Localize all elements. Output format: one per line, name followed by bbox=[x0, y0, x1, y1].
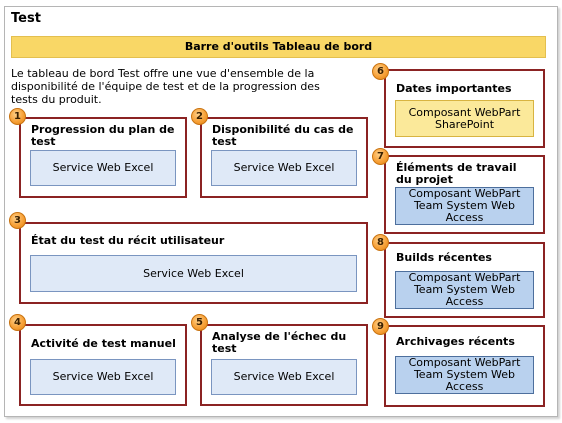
panel-recent-checkins: Archivages récents Composant WebPart Tea… bbox=[384, 325, 545, 407]
team-system-web-access-webpart[interactable]: Composant WebPart Team System Web Access bbox=[395, 271, 534, 309]
page-title: Test bbox=[11, 11, 41, 26]
intro-text: Le tableau de bord Test offre une vue d'… bbox=[11, 67, 320, 106]
panel-title: Dates importantes bbox=[396, 82, 512, 95]
panel-user-story-test-status: État du test du récit utilisateur Servic… bbox=[19, 222, 368, 304]
number-badge-9: 9 bbox=[372, 318, 389, 335]
panel-test-case-readiness: Disponibilité du cas de test Service Web… bbox=[200, 117, 368, 198]
panel-title: Archivages récents bbox=[396, 335, 515, 348]
panel-test-plan-progress: Progression du plan de test Service Web … bbox=[19, 117, 187, 198]
number-badge-5: 5 bbox=[191, 314, 208, 331]
number-badge-1: 1 bbox=[9, 108, 26, 125]
panel-project-work-items: Éléments de travail du projet Composant … bbox=[384, 155, 545, 234]
excel-web-service-part[interactable]: Service Web Excel bbox=[30, 255, 357, 292]
number-badge-8: 8 bbox=[372, 234, 389, 251]
team-system-web-access-webpart[interactable]: Composant WebPart Team System Web Access bbox=[395, 356, 534, 394]
excel-web-service-part[interactable]: Service Web Excel bbox=[211, 359, 357, 395]
panel-title: Éléments de travail du projet bbox=[396, 161, 517, 186]
team-system-web-access-webpart[interactable]: Composant WebPart Team System Web Access bbox=[395, 187, 534, 225]
panel-manual-test-activity: Activité de test manuel Service Web Exce… bbox=[19, 324, 187, 406]
panel-recent-builds: Builds récentes Composant WebPart Team S… bbox=[384, 242, 545, 318]
number-badge-7: 7 bbox=[372, 148, 389, 165]
excel-web-service-part[interactable]: Service Web Excel bbox=[30, 150, 176, 186]
panel-title: Builds récentes bbox=[396, 251, 492, 264]
excel-web-service-part[interactable]: Service Web Excel bbox=[30, 359, 176, 395]
number-badge-4: 4 bbox=[9, 314, 26, 331]
panel-title: Progression du plan de test bbox=[31, 123, 175, 148]
panel-important-dates: Dates importantes Composant WebPart Shar… bbox=[384, 69, 545, 148]
number-badge-3: 3 bbox=[9, 212, 26, 229]
sharepoint-webpart[interactable]: Composant WebPart SharePoint bbox=[395, 100, 534, 137]
panel-title: Disponibilité du cas de test bbox=[212, 123, 354, 148]
excel-web-service-part[interactable]: Service Web Excel bbox=[211, 150, 357, 186]
panel-title: Analyse de l'échec du test bbox=[212, 330, 347, 355]
panel-title: Activité de test manuel bbox=[31, 337, 176, 350]
number-badge-6: 6 bbox=[372, 63, 389, 80]
dashboard-toolbar[interactable]: Barre d'outils Tableau de bord bbox=[11, 36, 546, 58]
panel-test-failure-analysis: Analyse de l'échec du test Service Web E… bbox=[200, 324, 368, 406]
number-badge-2: 2 bbox=[191, 108, 208, 125]
panel-title: État du test du récit utilisateur bbox=[31, 234, 225, 247]
